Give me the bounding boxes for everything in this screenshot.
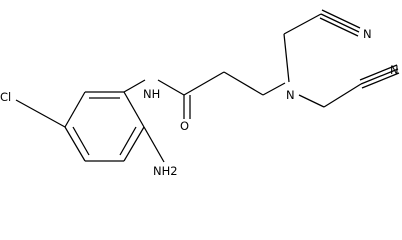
bond-cl — [15, 99, 66, 128]
atom-labels: Cl NH O N N N NH2 — [0, 27, 399, 178]
bond-chain-3 — [262, 82, 286, 96]
bond-chain-1 — [183, 71, 225, 96]
aniline-amino-label: NH2 — [153, 164, 178, 178]
bond-ring-3 — [123, 126, 145, 162]
bond-right-nitrile-3 — [361, 72, 400, 89]
bond-ring-2 — [123, 91, 145, 128]
carbonyl-oxygen-label: O — [180, 119, 189, 133]
bond-chain-2 — [223, 71, 264, 96]
bonds — [15, 9, 400, 163]
bond-ring-amide — [123, 79, 146, 93]
bond-ring-5 — [64, 126, 86, 162]
chlorine-label: Cl — [0, 90, 11, 104]
bond-top-nitrile-3 — [319, 17, 359, 37]
top-nitrile-nitrogen-label: N — [363, 27, 372, 41]
bond-right-nitrile-1 — [360, 68, 399, 85]
bond-ring-5-double — [72, 126, 90, 156]
structure-canvas: Cl NH O N N N NH2 — [0, 9, 400, 178]
right-nitrile-nitrogen-label: N — [390, 63, 399, 77]
chemical-structure: Cl NH O N N N NH2 — [0, 9, 400, 178]
bond-ring-6 — [64, 91, 86, 128]
bond-top-nitrile-1 — [320, 13, 360, 33]
bond-aniline-nh2 — [143, 126, 165, 163]
bond-right-nitrile-2 — [359, 64, 398, 81]
bond-top-branch-1 — [283, 33, 290, 83]
bond-right-branch-2 — [323, 83, 362, 108]
bond-amide-carbon — [157, 79, 185, 96]
bond-top-nitrile-2 — [321, 9, 361, 29]
bond-ring-3-double — [119, 126, 137, 156]
amide-nh-label: NH — [143, 87, 160, 101]
bond-right-branch-1 — [298, 94, 325, 108]
bond-top-branch-2 — [283, 13, 322, 35]
tertiary-amine-label: N — [286, 88, 295, 102]
